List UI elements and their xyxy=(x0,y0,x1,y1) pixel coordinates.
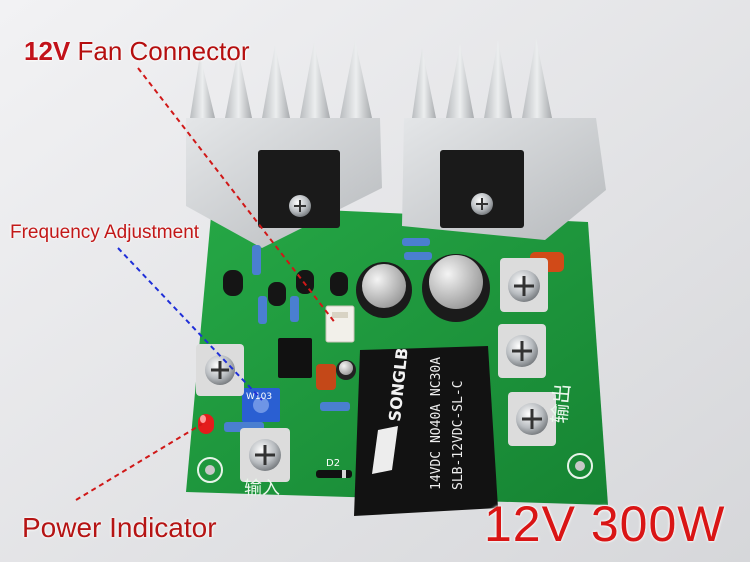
mounting-holes xyxy=(197,453,593,483)
leader-lines xyxy=(75,67,337,501)
power-indicator-label: Power Indicator xyxy=(22,512,217,543)
svg-text:W103: W103 xyxy=(246,392,272,402)
ic-chip xyxy=(278,338,312,378)
power-leader-line xyxy=(75,423,203,501)
frequency-leader-line xyxy=(117,247,263,401)
input-terminals: 输入 xyxy=(196,344,290,499)
fan-connector-label: 12V Fan Connector xyxy=(24,36,249,67)
svg-text:输出: 输出 xyxy=(547,382,574,424)
right-transistor xyxy=(440,150,524,228)
red-led xyxy=(198,414,214,434)
fan-connector xyxy=(325,305,355,343)
svg-text:输入: 输入 xyxy=(244,478,280,499)
svg-text:D2: D2 xyxy=(326,458,340,469)
frequency-adjustment-label: Frequency Adjustment xyxy=(10,222,200,243)
output-terminals: 输出 xyxy=(498,258,574,446)
potentiometer: W103 xyxy=(242,388,280,422)
relay: SONGLB 14VDC NO40A NC30A SLB-12VDC-SL-C xyxy=(354,346,498,516)
svg-text:14VDC NO40A NC30A: 14VDC NO40A NC30A xyxy=(429,357,444,490)
resistors xyxy=(224,238,432,432)
diode: D2 xyxy=(316,458,352,478)
svg-text:SLB-12VDC-SL-C: SLB-12VDC-SL-C xyxy=(451,380,466,490)
small-transistors xyxy=(223,270,348,306)
film-capacitor xyxy=(316,364,336,390)
fan-connector-text: Fan Connector xyxy=(77,36,250,66)
capacitors xyxy=(336,254,490,380)
fan-voltage-text: 12V xyxy=(24,36,71,66)
right-heatsink xyxy=(402,38,606,240)
left-transistor xyxy=(258,150,340,228)
rating-label: 12V 300W xyxy=(484,496,726,552)
left-heatsink xyxy=(186,40,382,248)
